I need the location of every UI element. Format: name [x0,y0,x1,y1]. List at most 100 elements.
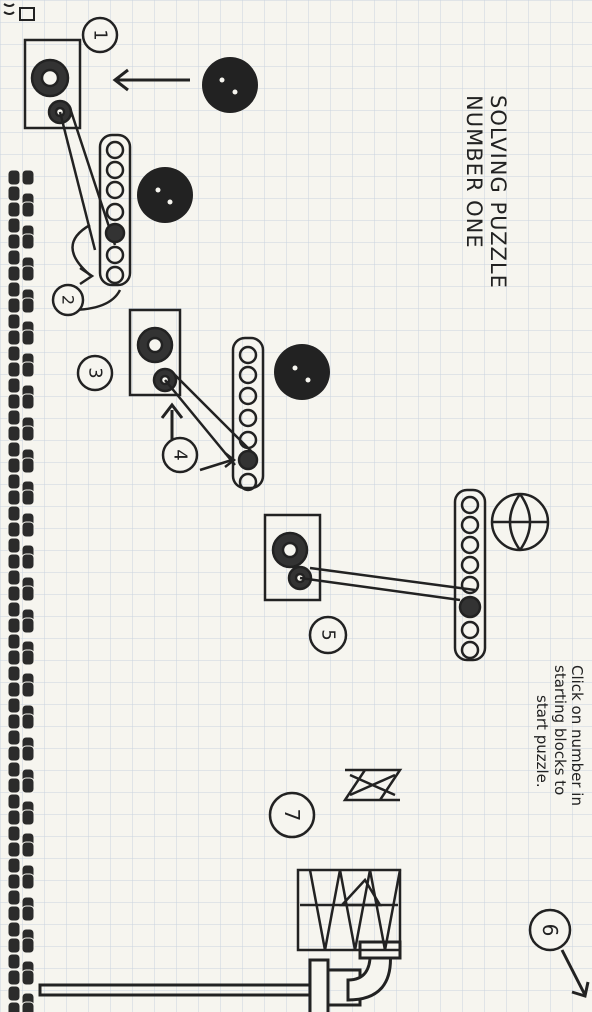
brick [8,362,20,377]
title-line-1: SOLVING PUZZLE [486,95,510,289]
instruction-line-1: Click on number in [568,665,585,806]
brick [8,682,20,697]
brick [8,442,20,457]
brick [8,346,20,361]
brick [22,906,34,921]
brick [22,362,34,377]
brick [22,522,34,537]
brick [8,618,20,633]
brick [8,666,20,681]
brick [22,586,34,601]
brick [22,458,34,473]
brick [8,490,20,505]
brick [8,634,20,649]
brick [8,938,20,953]
brick [8,650,20,665]
brick [22,714,34,729]
brick [8,778,20,793]
step-button-4[interactable]: 4 [163,438,197,472]
brick [22,874,34,889]
step-label-3: 3 [85,367,106,378]
brick [22,234,34,249]
brick [8,858,20,873]
brick [8,170,20,185]
step-label-1: 1 [90,29,111,40]
brick [8,298,20,313]
brick [8,826,20,841]
basketball-icon [492,494,548,550]
brick [22,650,34,665]
instruction-line-2: starting blocks to [551,665,568,806]
brick [22,618,34,633]
brick [8,394,20,409]
brick [8,522,20,537]
brick [8,954,20,969]
brick [8,602,20,617]
brick [8,426,20,441]
brick [8,730,20,745]
brick [8,538,20,553]
brick [22,810,34,825]
brick [8,186,20,201]
brick [22,170,34,185]
brick [8,458,20,473]
brick [8,794,20,809]
brick [22,682,34,697]
brick [22,202,34,217]
brick [22,746,34,761]
brick [8,202,20,217]
instruction-line-3: start puzzle. [533,665,550,806]
step-button-5[interactable]: 5 [310,617,346,653]
brick [8,810,20,825]
brick [22,554,34,569]
brick [8,378,20,393]
step-label-7: 7 [280,809,304,822]
brick [22,970,34,985]
brick [8,906,20,921]
brick [22,330,34,345]
brick [8,874,20,889]
step-label-6: 6 [538,924,562,937]
brick [8,474,20,489]
brick [8,890,20,905]
brick [8,282,20,297]
step-button-7[interactable]: 7 [270,793,314,837]
ball-icon [137,167,193,223]
brick [8,250,20,265]
brick [8,842,20,857]
brick [8,266,20,281]
brick [8,218,20,233]
brick [22,490,34,505]
brick [8,970,20,985]
ball-icon [274,344,330,400]
brick [8,570,20,585]
brick [8,746,20,761]
brick [8,554,20,569]
brick [8,314,20,329]
brick [22,778,34,793]
step-button-2[interactable]: 2 [53,285,83,315]
puzzle-title: SOLVING PUZZLE NUMBER ONE [462,95,510,289]
brick [8,506,20,521]
brick [22,1002,34,1012]
brick [22,266,34,281]
brick [8,922,20,937]
title-line-2: NUMBER ONE [462,95,486,289]
brick [22,938,34,953]
step-button-1[interactable]: 1 [83,18,117,52]
brick [8,986,20,1001]
brick [8,586,20,601]
step-label-2: 2 [59,295,78,305]
brick [22,842,34,857]
brick [8,1002,20,1012]
step-button-6[interactable]: 6 [530,910,570,950]
step-button-3[interactable]: 3 [78,356,112,390]
brick [8,234,20,249]
ball-icon [202,57,258,113]
brick [8,762,20,777]
step-label-4: 4 [170,449,191,460]
step-label-5: 5 [318,629,339,640]
brick [8,698,20,713]
brick [22,298,34,313]
brick [8,410,20,425]
